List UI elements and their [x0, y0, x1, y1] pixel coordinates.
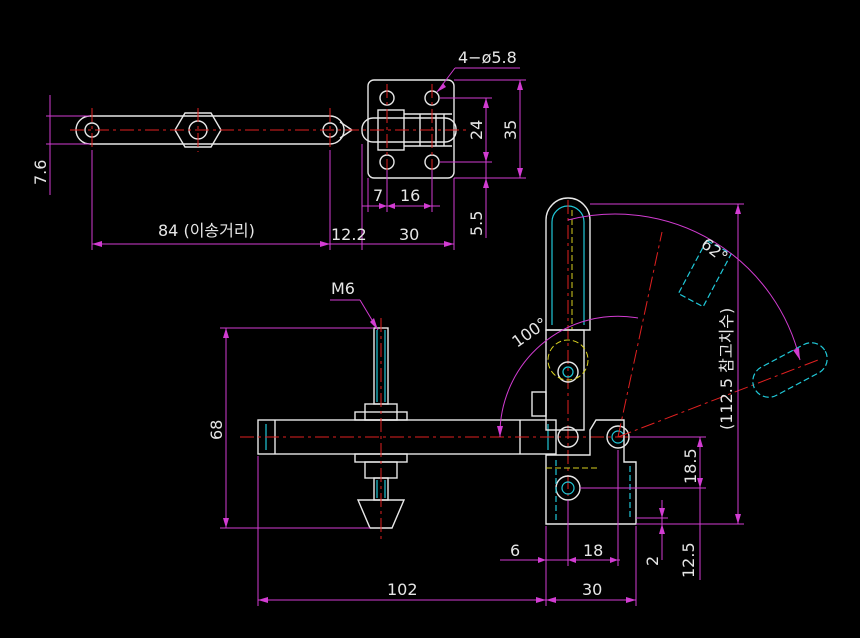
side-view	[240, 197, 828, 540]
spindle-tip	[356, 499, 406, 529]
pivot-mid	[557, 426, 579, 448]
label-30-bottom: 30	[582, 580, 602, 599]
label-68: 68	[207, 420, 226, 440]
label-35: 35	[501, 120, 520, 140]
label-2: 2	[643, 556, 662, 566]
spindle-top	[373, 327, 389, 405]
top-dimensions: 4−ø5.8 7.6 84 (이송거리) 12.2 30 7 16	[31, 48, 526, 250]
label-m6: M6	[331, 279, 355, 298]
pivot-right	[606, 425, 630, 449]
top-view	[70, 79, 470, 179]
side-dimensions: M6 100° 62° (112.5 참고치수) 68 18.5 12	[207, 203, 801, 606]
vertical-handle	[545, 197, 591, 331]
label-holes: 4−ø5.8	[458, 48, 517, 67]
label-16: 16	[400, 186, 420, 205]
label-24: 24	[467, 120, 486, 140]
label-12-2: 12.2	[331, 225, 367, 244]
clamp-base	[545, 419, 637, 525]
label-100: 100°	[508, 314, 550, 352]
label-7-6: 7.6	[31, 160, 50, 185]
top-base-plate	[367, 79, 455, 179]
label-12-5: 12.5	[679, 542, 698, 578]
label-18: 18	[583, 541, 603, 560]
label-84: 84 (이송거리)	[158, 221, 255, 240]
label-112-5: (112.5 참고치수)	[717, 308, 736, 430]
pivot-upper	[557, 361, 579, 383]
label-18-5: 18.5	[681, 448, 700, 484]
label-30-top: 30	[399, 225, 419, 244]
handle-open-position	[677, 239, 733, 308]
label-5-5: 5.5	[467, 211, 486, 236]
handle-swung	[752, 342, 828, 398]
label-7: 7	[373, 186, 383, 205]
stop-block	[531, 391, 547, 417]
label-6: 6	[510, 541, 520, 560]
link-plate	[545, 329, 585, 431]
label-102: 102	[387, 580, 418, 599]
